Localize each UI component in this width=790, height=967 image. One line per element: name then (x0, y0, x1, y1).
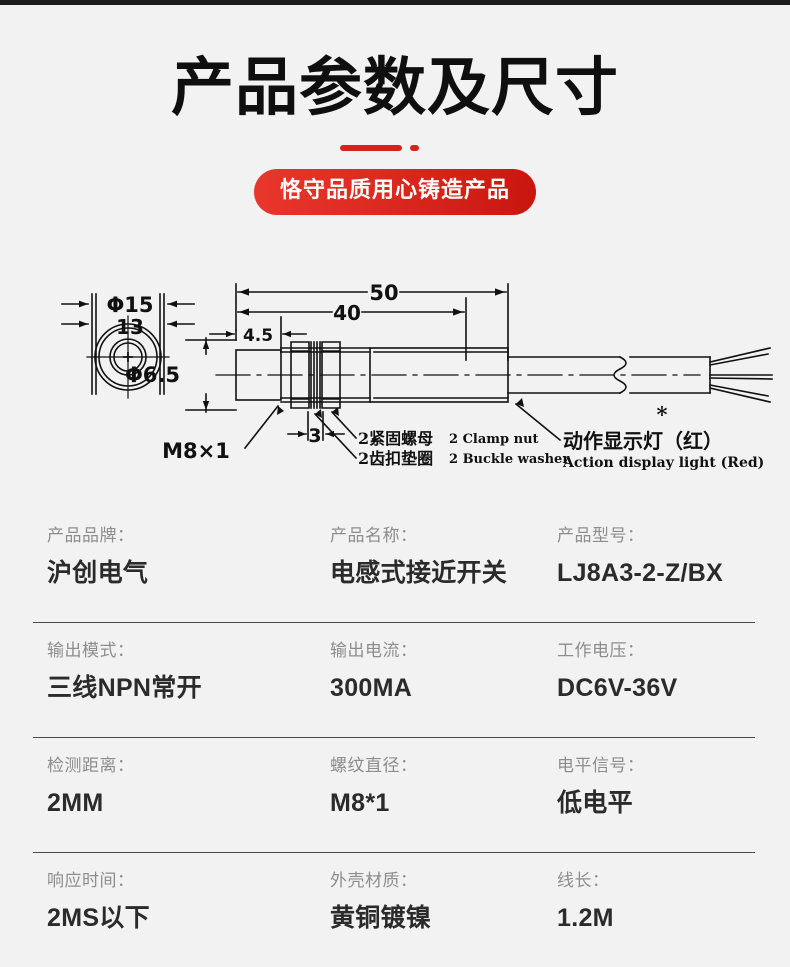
spec-value: 300MA (330, 674, 413, 702)
callout-labels: 2紧固螺母 2 Clamp nut 2齿扣垫圈 2 Buckle washer … (358, 402, 764, 471)
indicator-marker-icon: * (657, 402, 668, 427)
table-row: 输出模式： 三线NPN常开 输出电流： 300MA 工作电压： DC6V-36V (33, 622, 755, 737)
spec-cell-cable-length: 线长： 1.2M (557, 853, 755, 967)
spec-cell-brand: 产品品牌： 沪创电气 (33, 508, 330, 622)
spec-value: DC6V-36V (557, 674, 678, 702)
dim-face-length: 4.5 (243, 326, 273, 346)
dim-inner-diameter: 13 (116, 315, 144, 339)
callout-clamp-nut-cn: 2紧固螺母 (358, 429, 433, 448)
spec-value: 电感式接近开关 (330, 559, 508, 587)
spec-label: 输出模式： (47, 641, 135, 660)
dash-dot-divider-icon (340, 143, 450, 152)
spec-cell-thread-diameter: 螺纹直径： M8*1 (330, 738, 557, 852)
spec-label: 工作电压： (557, 641, 645, 660)
spec-label: 螺纹直径： (330, 756, 418, 775)
spec-cell-response-time: 响应时间： 2MS以下 (33, 853, 330, 967)
badge-container: 恪守品质用心铸造产品 (0, 169, 790, 215)
callout-buckle-washer-en: 2 Buckle washer (449, 452, 569, 467)
spec-cell-level-signal: 电平信号： 低电平 (557, 738, 755, 852)
dimension-drawing-svg: Φ15 13 50 40 4.5 Φ6.5 3 M8×1 2紧固螺母 2 Cla… (61, 281, 773, 471)
spec-value: 2MM (47, 789, 104, 817)
divider-dot (410, 145, 419, 151)
spec-value: LJ8A3-2-Z/BX (557, 559, 724, 587)
spec-value: 黄铜镀镍 (330, 904, 432, 932)
dim-body-length: 40 (333, 301, 361, 325)
page-title: 产品参数及尺寸 (171, 51, 619, 124)
spec-label: 产品名称： (330, 526, 418, 545)
spec-label: 响应时间： (47, 871, 135, 890)
spec-cell-detect-distance: 检测距离： 2MM (33, 738, 330, 852)
spec-label: 输出电流： (330, 641, 418, 660)
page-header: 产品参数及尺寸 恪守品质用心铸造产品 (0, 5, 790, 215)
indicator-label-cn: 动作显示灯（红） (563, 429, 723, 453)
spec-cell-model: 产品型号： LJ8A3-2-Z/BX (557, 508, 755, 622)
spec-label: 产品品牌： (47, 526, 135, 545)
slogan-badge: 恪守品质用心铸造产品 (253, 169, 536, 215)
dim-thread: M8×1 (162, 439, 230, 463)
spec-cell-name: 产品名称： 电感式接近开关 (330, 508, 557, 622)
top-accent-bar (0, 0, 790, 5)
spec-label: 电平信号： (557, 756, 645, 775)
spec-cell-output-mode: 输出模式： 三线NPN常开 (33, 623, 330, 737)
callout-buckle-washer-cn: 2齿扣垫圈 (358, 449, 433, 468)
divider-dash (340, 145, 402, 151)
spec-value: 1.2M (557, 904, 614, 932)
dim-total-length: 50 (369, 281, 398, 305)
spec-cell-output-current: 输出电流： 300MA (330, 623, 557, 737)
spec-value: M8*1 (330, 789, 390, 817)
spec-label: 产品型号： (557, 526, 645, 545)
indicator-label-en: Action display light (Red) (562, 455, 764, 471)
spec-label: 线长： (557, 871, 610, 890)
spec-value: 2MS以下 (47, 904, 150, 932)
spec-value: 沪创电气 (47, 559, 149, 587)
spec-cell-housing-material: 外壳材质： 黄铜镀镍 (330, 853, 557, 967)
dim-nut-span: 3 (308, 425, 321, 447)
product-dimension-drawing: Φ15 13 50 40 4.5 Φ6.5 3 M8×1 2紧固螺母 2 Cla… (0, 262, 790, 492)
dimension-labels: Φ15 13 50 40 4.5 Φ6.5 3 M8×1 (106, 281, 398, 463)
dim-body-diameter: Φ6.5 (125, 363, 180, 387)
dim-outer-diameter: Φ15 (106, 293, 153, 317)
spec-label: 外壳材质： (330, 871, 418, 890)
spec-cell-working-voltage: 工作电压： DC6V-36V (557, 623, 755, 737)
specification-table: 产品品牌： 沪创电气 产品名称： 电感式接近开关 产品型号： LJ8A3-2-Z… (33, 508, 755, 967)
callout-clamp-nut-en: 2 Clamp nut (449, 432, 539, 447)
table-row: 产品品牌： 沪创电气 产品名称： 电感式接近开关 产品型号： LJ8A3-2-Z… (33, 508, 755, 622)
table-row: 响应时间： 2MS以下 外壳材质： 黄铜镀镍 线长： 1.2M (33, 852, 755, 967)
table-row: 检测距离： 2MM 螺纹直径： M8*1 电平信号： 低电平 (33, 737, 755, 852)
spec-value: 三线NPN常开 (47, 674, 202, 702)
spec-label: 检测距离： (47, 756, 135, 775)
spec-value: 低电平 (557, 789, 633, 817)
